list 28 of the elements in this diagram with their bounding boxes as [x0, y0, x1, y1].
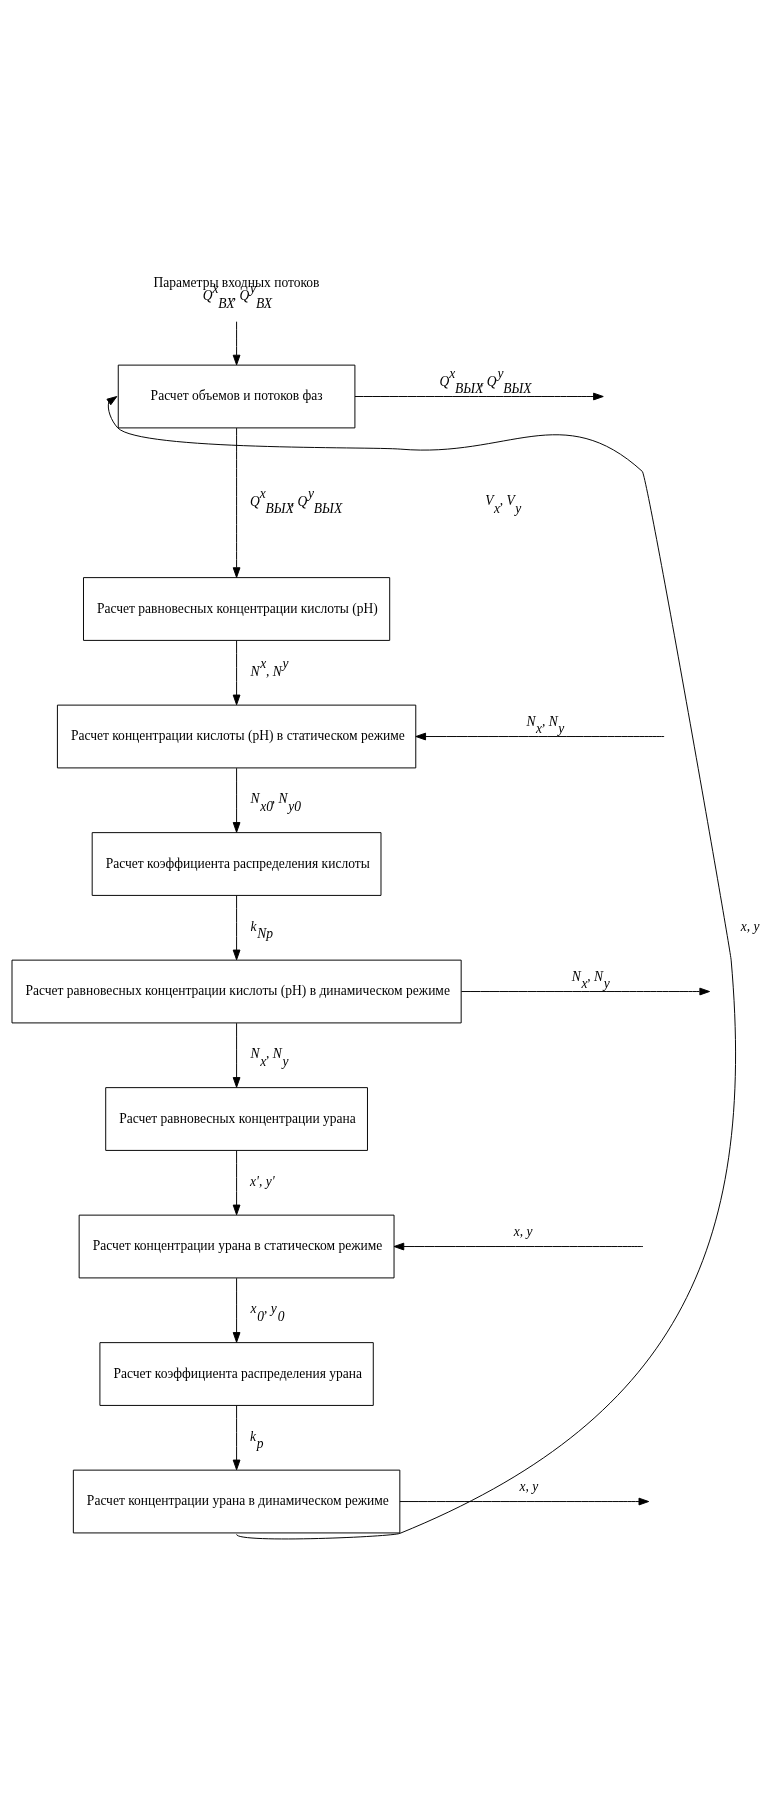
arrow: [393, 1242, 644, 1251]
node-box: Расчет равновесных концентрации кислоты (pH): [83, 577, 391, 641]
arrow: [399, 1497, 650, 1506]
arrow: [232, 1277, 241, 1343]
edge-label: x, y: [740, 918, 760, 934]
edge-label: x, y: [513, 1223, 533, 1239]
node-box: Расчет коэффициента распределения урана: [99, 1342, 374, 1406]
edge-label: x, y: [519, 1478, 539, 1494]
arrow: [232, 895, 241, 961]
node-box: Расчет концентрации кислоты (pH) в статическом режиме: [56, 704, 417, 769]
arrow: [232, 427, 241, 578]
node-box: Расчет концентрации урана в динамическом режиме: [72, 1469, 401, 1534]
node-box: Расчет равновесных концентрации кислоты (pH) в динамическом режиме: [11, 959, 462, 1024]
arrow: [232, 321, 241, 366]
arrow: [106, 396, 736, 1540]
arrow: [460, 987, 710, 996]
node-box: Расчет коэффициента распределения кислоты: [91, 832, 382, 896]
node-box: Расчет концентрации урана в статическом режиме: [78, 1214, 395, 1279]
arrow: [354, 392, 604, 401]
arrow: [232, 1022, 241, 1088]
arrow: [415, 732, 665, 741]
arrow: [232, 640, 241, 706]
arrow: [232, 1405, 241, 1471]
edge-label: x', y': [250, 1173, 275, 1189]
arrow: [232, 767, 241, 833]
node-box: Расчет объемов и потоков фаз: [117, 364, 356, 429]
arrow: [232, 1150, 241, 1216]
node-box: Расчет равновесных концентрации урана: [105, 1087, 368, 1151]
